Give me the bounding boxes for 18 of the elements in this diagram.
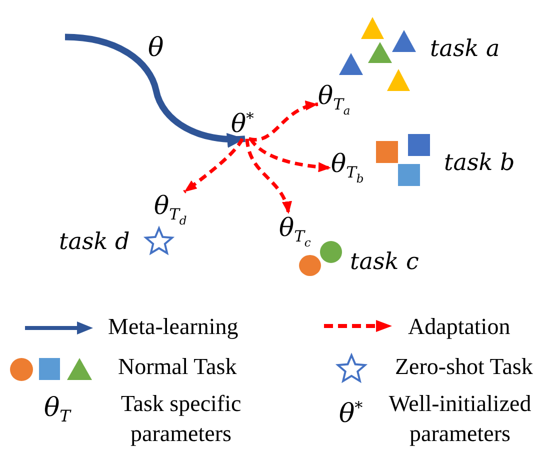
legend-text: Well-initialized parameters [388,390,532,448]
task-label: task a [430,36,500,62]
curved-arrow [64,34,246,148]
task-label: task d [59,229,130,256]
legend-text: Normal Task [118,353,237,381]
legend-text: Adaptation [408,313,510,341]
parameter-symbol: θ$^{*}$ [231,110,254,139]
legend-symbol: θ$_{T}$ [44,394,70,428]
legend-text: Zero-shot Task [395,353,533,381]
task-label: task b [444,150,515,176]
legend-symbol: θ$^{*}$ [339,400,363,431]
task-label: task c [350,249,419,276]
dashed-arrow [183,138,244,194]
legend-text: Meta-learning [108,313,238,341]
dashed-arrow [248,102,318,142]
dashed-arrow [249,138,332,172]
dashed-arrow [245,138,291,214]
legend-text: Task specific parameters [120,390,242,448]
